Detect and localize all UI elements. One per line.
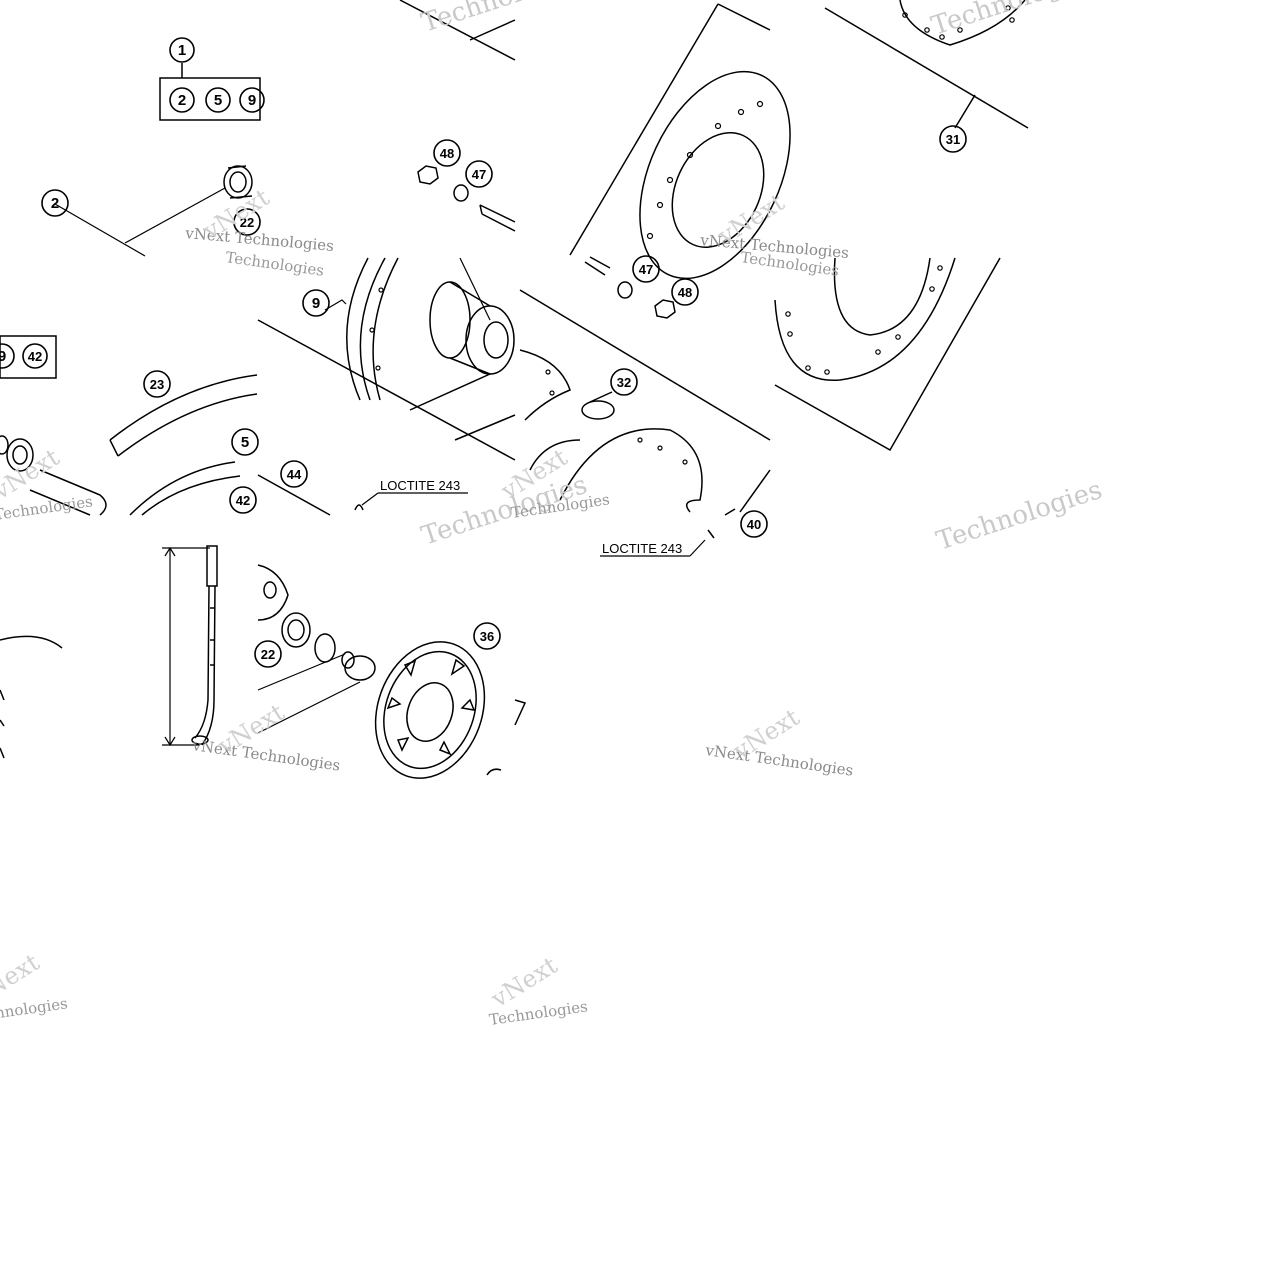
callout-31 [939,125,967,153]
callout-44 [280,460,308,488]
callout-1 [169,37,195,63]
callout-9-kit [239,87,265,113]
loctite-note-b: LOCTITE 243 [602,541,682,556]
tile-1-2 [399,0,516,232]
callout-label-2: 2 [51,195,59,212]
loctite-note-a: LOCTITE 243 [380,478,460,493]
tile-2-1 [0,335,258,516]
callout-47-a [465,160,493,188]
washer-part [453,184,469,202]
tile-1-4 [824,0,1029,129]
hub-part [429,281,515,375]
tile-2-2 [257,257,516,516]
callout-22-a [233,208,261,236]
disc-half-a [519,349,581,471]
callout-labels: 1 2 5 9 2 22 48 47 31 9 42 23 5 42 9 44 … [0,42,960,662]
callout-label-36: 36 [480,629,494,644]
callout-9 [302,289,330,317]
spoke-part [191,545,218,746]
callout-label-48-a: 48 [440,146,454,161]
disc-outline [639,70,791,280]
brake-disc [374,641,486,779]
callout-label-2-kit: 2 [178,92,186,109]
callout-22-b [254,640,282,668]
tile-2-3 [519,256,771,557]
callout-label-48-b: 48 [678,285,692,300]
callout-2 [41,189,69,217]
callout-40 [740,510,768,538]
callout-label-22-a: 22 [240,215,254,230]
callouts [0,37,967,668]
callout-label-47-b: 47 [639,262,653,277]
spacer-part-b [341,651,376,681]
callout-label-31: 31 [946,132,960,147]
axle-end [479,204,516,232]
callout-label-47-a: 47 [472,167,486,182]
callout-47-b [632,255,660,283]
callout-label-42: 42 [236,493,250,508]
callout-label-9-kit: 9 [248,92,256,109]
callout-5 [231,428,259,456]
callout-48-b [671,278,699,306]
tile-3-1 [0,545,218,759]
callout-23 [143,370,171,398]
tile-3-2 [257,564,527,779]
callout-label-9: 9 [312,295,320,312]
kit-box [159,77,261,121]
tile-1-1 [54,63,261,257]
callout-label-23: 23 [150,377,164,392]
callout-2-kit [169,87,195,113]
callout-label-32: 32 [617,375,631,390]
ring-part [581,400,615,420]
callout-label-40: 40 [747,517,761,532]
bearing-part-b [281,612,311,648]
callout-48-a [433,139,461,167]
loctite-drop-a [354,504,364,511]
callout-label-5-kit: 5 [214,92,222,109]
kit-box-tail [0,335,57,379]
callout-5-kit [205,87,231,113]
spacer-part [223,165,253,199]
nut-part [417,165,439,185]
callout-42 [229,486,257,514]
callout-label-44: 44 [287,467,302,482]
disc-holes [646,100,764,240]
callout-label-5: 5 [241,434,249,451]
bearing-part [0,435,34,472]
callout-label-42-kit: 42 [28,349,42,364]
callout-42-kit [22,343,48,369]
callout-label-9-b: 9 [0,348,6,365]
callout-36 [473,622,501,650]
callout-label-22-b: 22 [261,647,275,662]
callout-9-kit-b [0,343,15,369]
tile-1-3 [569,3,791,280]
callout-32 [610,368,638,396]
bolt-part [707,508,736,539]
disc-lower [774,257,956,381]
tile-2-4 [774,257,1001,452]
disc-half-b [559,428,703,513]
axle-tube [29,469,107,516]
callout-label-1: 1 [178,42,186,59]
rim-segment [109,374,258,457]
nut-part-b [654,299,676,319]
